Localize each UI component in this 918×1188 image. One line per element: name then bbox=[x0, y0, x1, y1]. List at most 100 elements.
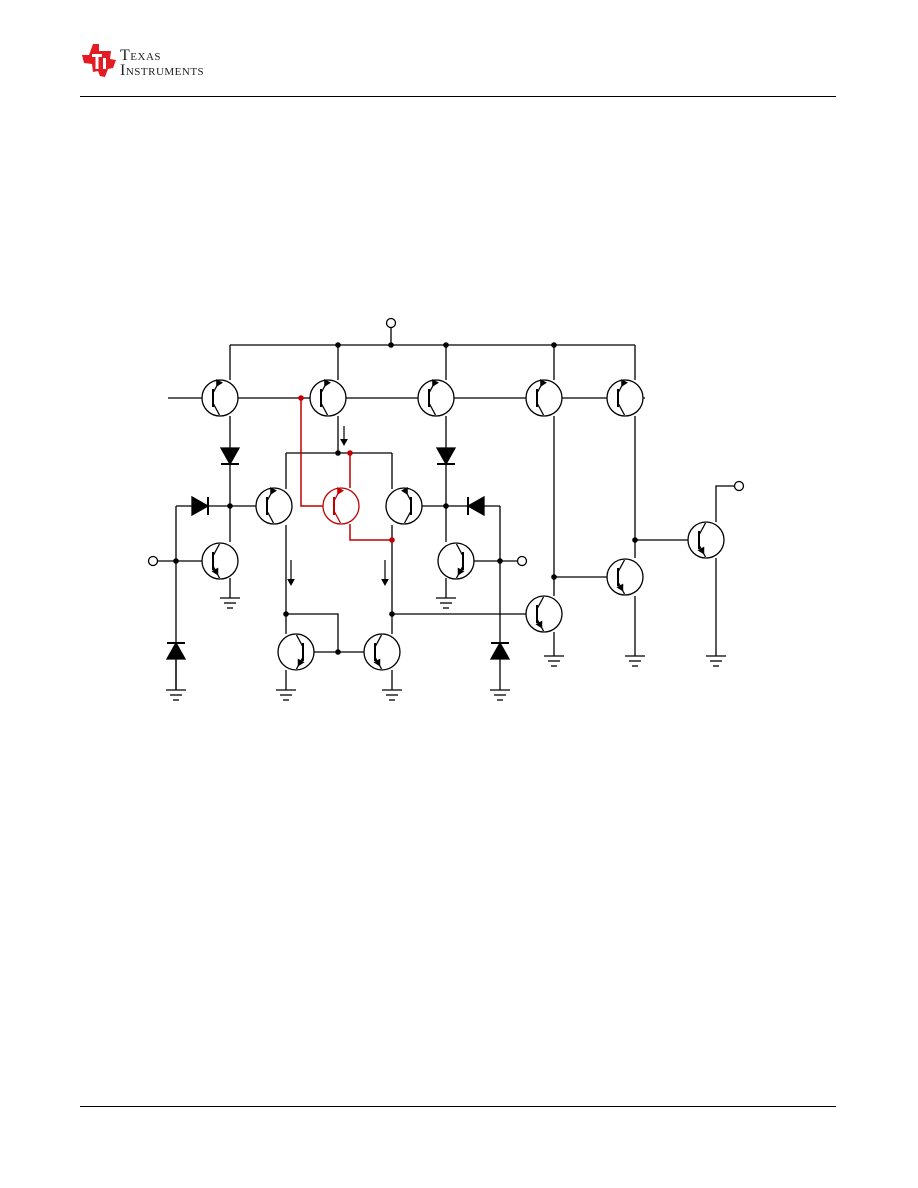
pnp-q5 bbox=[606, 379, 644, 417]
transistor-body bbox=[255, 487, 293, 525]
pnp-q4 bbox=[525, 379, 563, 417]
transistor-lead bbox=[428, 402, 437, 416]
arrow-head bbox=[535, 620, 543, 629]
diode-icon bbox=[165, 641, 187, 660]
junction-dot bbox=[335, 342, 341, 348]
arrow-head bbox=[540, 379, 547, 387]
transistor-lead bbox=[212, 402, 221, 416]
transistor-body bbox=[363, 633, 401, 671]
ground-icon bbox=[625, 655, 645, 667]
terminal-icon bbox=[733, 480, 745, 492]
junction-dot bbox=[551, 574, 557, 580]
terminal-icon bbox=[516, 555, 528, 567]
ti-state-icon bbox=[82, 44, 116, 77]
transistor-body bbox=[201, 542, 239, 580]
junction-dot bbox=[173, 558, 179, 564]
pnp-highlighted bbox=[322, 487, 360, 525]
transistor-body bbox=[417, 379, 455, 417]
arrow-head bbox=[270, 487, 277, 495]
arrow-head bbox=[324, 379, 331, 387]
diode-triangle bbox=[165, 641, 187, 660]
arrow-head bbox=[401, 487, 408, 495]
diode-icon bbox=[489, 641, 511, 660]
current-arrow-icon bbox=[287, 560, 295, 586]
terminal-icon bbox=[385, 317, 397, 329]
transistor-body bbox=[322, 487, 360, 525]
diode-triangle bbox=[489, 641, 511, 660]
diode-icon bbox=[435, 447, 457, 466]
pnp-input-right bbox=[385, 487, 423, 525]
pnp-input-left bbox=[255, 487, 293, 525]
arrow-head bbox=[287, 579, 295, 586]
current-arrow-icon bbox=[340, 426, 348, 446]
diode-triangle bbox=[435, 447, 457, 466]
pnp-q2 bbox=[309, 379, 347, 417]
ground-icon bbox=[220, 597, 240, 609]
transistor-body bbox=[525, 379, 563, 417]
footer-rule bbox=[80, 1106, 836, 1107]
ground-icon bbox=[490, 689, 510, 701]
brand-name: TEXAS INSTRUMENTS bbox=[120, 47, 205, 79]
transistor-lead bbox=[617, 402, 626, 416]
transistor-body bbox=[309, 379, 347, 417]
transistor-lead bbox=[698, 522, 707, 536]
ground-icon bbox=[706, 655, 726, 667]
diode-icon bbox=[191, 495, 210, 517]
highlighted-wires bbox=[300, 398, 392, 541]
ground-icon bbox=[166, 689, 186, 701]
transistor-lead bbox=[295, 634, 304, 648]
junction-dot bbox=[335, 649, 341, 655]
npn-output bbox=[687, 521, 725, 559]
terminal-icon bbox=[147, 555, 159, 567]
transistor-body bbox=[437, 542, 475, 580]
arrow-head bbox=[373, 658, 381, 667]
arrow-head bbox=[621, 379, 628, 387]
circuit-wires bbox=[158, 328, 734, 690]
ground-icon bbox=[436, 597, 456, 609]
arrow-head bbox=[697, 546, 705, 555]
transistor-body bbox=[525, 595, 563, 633]
junction-dot bbox=[443, 503, 449, 509]
ti-logo: TEXAS INSTRUMENTS bbox=[80, 40, 280, 84]
arrow-head bbox=[457, 567, 465, 576]
junction-dot bbox=[389, 611, 395, 617]
arrow-head bbox=[216, 379, 223, 387]
wire bbox=[286, 613, 366, 653]
arrow-head bbox=[616, 583, 624, 592]
junction-dot bbox=[227, 503, 233, 509]
npn-gain-stage bbox=[525, 595, 563, 633]
highlight-wire bbox=[349, 524, 392, 541]
junction-dot bbox=[298, 395, 304, 401]
transistor-body bbox=[385, 487, 423, 525]
npn-driver bbox=[606, 558, 644, 596]
ground-icon bbox=[276, 689, 296, 701]
transistor-lead bbox=[455, 543, 464, 557]
transistor-lead bbox=[403, 510, 412, 524]
arrow-head bbox=[432, 379, 439, 387]
transistor-body bbox=[201, 379, 239, 417]
transistor-lead bbox=[333, 510, 342, 524]
pnp-q1 bbox=[201, 379, 239, 417]
transistor-body bbox=[277, 633, 315, 671]
circuit-components bbox=[147, 317, 745, 701]
arrow-head bbox=[297, 658, 305, 667]
transistor-lead bbox=[212, 543, 221, 557]
transistor-lead bbox=[617, 559, 626, 573]
transistor-lead bbox=[266, 510, 275, 524]
transistor-lead bbox=[536, 596, 545, 610]
junction-dot bbox=[283, 611, 289, 617]
npn-right-clamp bbox=[437, 542, 475, 580]
arrow-head bbox=[340, 439, 348, 446]
ground-icon bbox=[382, 689, 402, 701]
junction-dot bbox=[497, 558, 503, 564]
wire bbox=[715, 485, 734, 522]
pnp-q3 bbox=[417, 379, 455, 417]
transistor-body bbox=[606, 558, 644, 596]
transistor-lead bbox=[320, 402, 329, 416]
diode-icon bbox=[466, 495, 485, 517]
junction-dot bbox=[551, 342, 557, 348]
ground-icon bbox=[544, 655, 564, 667]
junction-dot bbox=[632, 537, 638, 543]
junction-dot bbox=[347, 450, 353, 456]
